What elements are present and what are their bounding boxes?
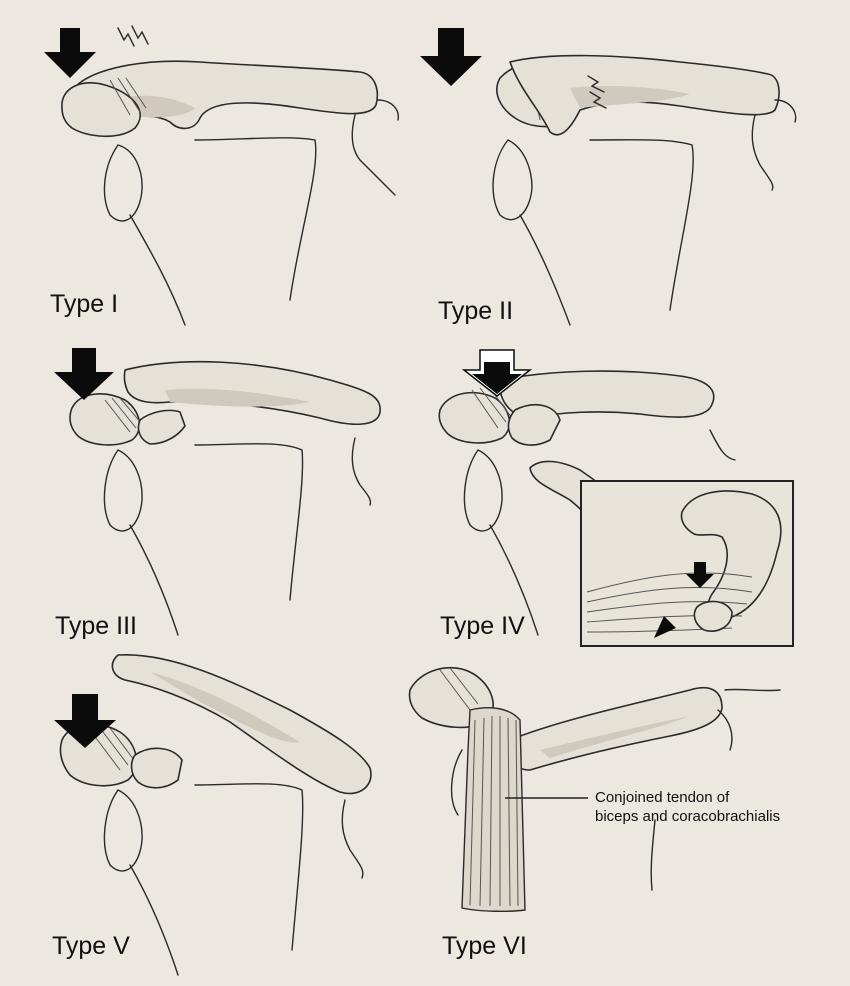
type-1-illustration xyxy=(61,25,399,326)
type-2-illustration xyxy=(492,54,797,326)
panel-type-6: Conjoined tendon of biceps and coracobra… xyxy=(400,650,850,986)
downward-arrow-icon xyxy=(54,694,116,748)
inset-illustration xyxy=(586,490,782,633)
downward-arrow-icon xyxy=(686,562,714,588)
type-label: Type VI xyxy=(442,932,527,960)
diagonal-arrow-icon xyxy=(654,612,680,638)
panel-type-2: Type II xyxy=(420,0,850,330)
panel-type-5: Type V xyxy=(0,650,420,986)
type-label: Type IV xyxy=(440,612,525,640)
type-label: Type II xyxy=(438,297,514,325)
type-label: Type III xyxy=(55,612,137,640)
downward-arrow-icon xyxy=(44,28,96,78)
type-3-illustration xyxy=(69,360,381,636)
callout-line-1: Conjoined tendon of xyxy=(595,789,730,806)
downward-arrow-icon xyxy=(461,349,533,397)
type-label: Type I xyxy=(50,290,119,318)
detail-inset xyxy=(580,480,794,647)
type-label: Type V xyxy=(52,932,130,960)
downward-arrow-icon xyxy=(420,28,482,86)
downward-arrow-icon xyxy=(54,348,114,400)
panel-type-3: Type III xyxy=(0,340,420,650)
type-6-illustration xyxy=(408,666,781,913)
panel-type-1: Type I xyxy=(0,0,420,330)
callout-line-2: biceps and coracobrachialis xyxy=(595,808,781,825)
tendon-callout: Conjoined tendon of biceps and coracobra… xyxy=(595,788,780,826)
